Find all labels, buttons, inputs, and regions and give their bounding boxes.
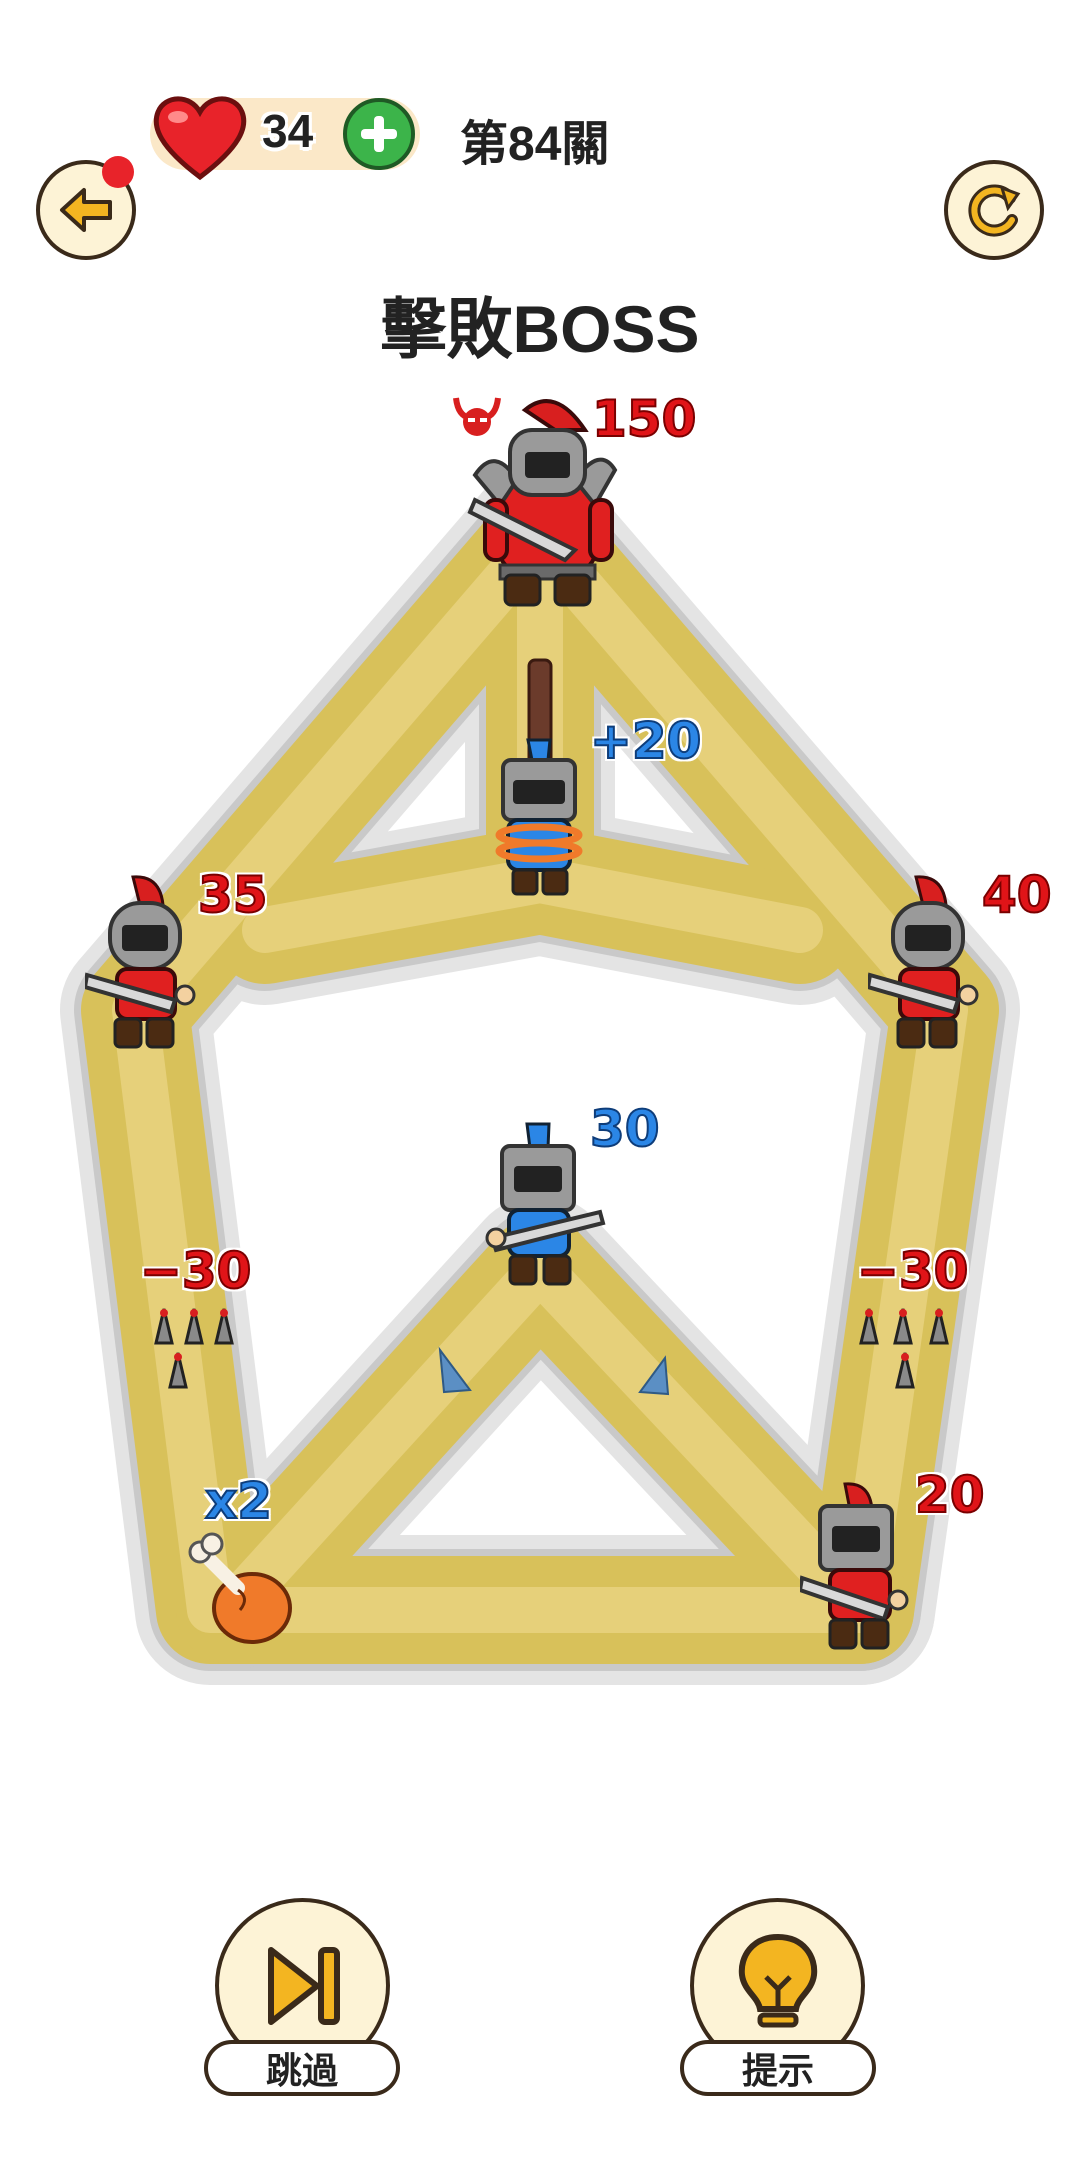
lightbulb-icon (738, 1933, 817, 2027)
direction-arrow-left (438, 1346, 472, 1394)
player-hero[interactable] (482, 1120, 607, 1290)
enemy-left-power-label: 35 (197, 865, 269, 925)
restart-button[interactable] (944, 160, 1044, 260)
notification-dot (102, 156, 134, 188)
enemy-soldier-bottom-right (800, 1482, 909, 1650)
meat-drumstick-icon (188, 1532, 292, 1644)
meat-multiplier-label: x2 (204, 1471, 273, 1531)
boss-power-label: 150 (591, 389, 697, 449)
player-power-label: 30 (589, 1099, 661, 1159)
spike-trap-right (859, 1308, 949, 1389)
spike-trap-left (154, 1308, 234, 1389)
left-spikes-penalty-label: −30 (139, 1241, 252, 1301)
enemy-right-power-label: 40 (981, 865, 1053, 925)
skip-label[interactable]: 跳過 (204, 2040, 400, 2096)
boss-enemy (467, 399, 618, 607)
lives-count: 34 (262, 105, 314, 157)
direction-arrow-right (638, 1355, 670, 1396)
hint-label[interactable]: 提示 (680, 2040, 876, 2096)
restart-icon (968, 184, 1021, 237)
add-lives-button[interactable] (343, 98, 415, 170)
captive-ally (495, 738, 583, 896)
captive-bonus-label: +20 (589, 711, 702, 771)
plus-icon (361, 116, 397, 152)
heart-icon (153, 96, 247, 181)
enemy-bottom-right-power-label: 20 (914, 1465, 986, 1525)
objective-title: 擊敗BOSS (380, 292, 700, 366)
boss-horns-icon (453, 397, 501, 436)
enemy-soldier-right (868, 875, 979, 1049)
arrow-left-icon (60, 188, 112, 232)
enemy-soldier-left (85, 875, 196, 1049)
right-spikes-penalty-label: −30 (856, 1241, 969, 1301)
skip-icon (267, 1946, 340, 2025)
level-title: 第84關 (460, 118, 610, 171)
